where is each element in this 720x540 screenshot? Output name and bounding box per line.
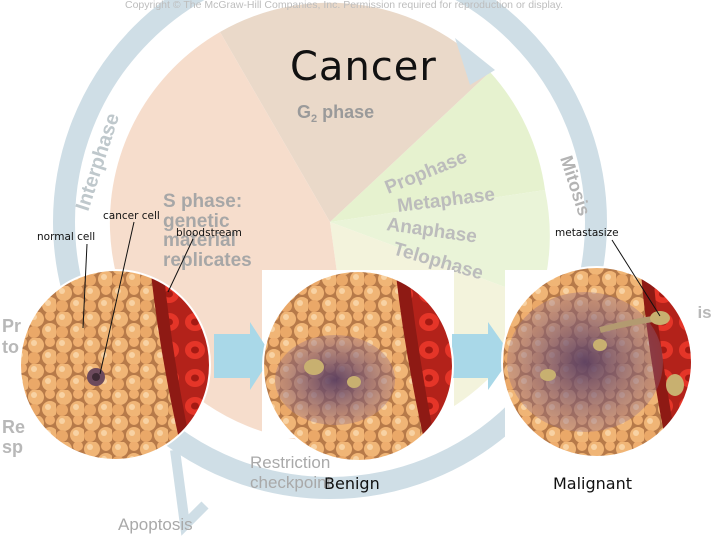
- normal-cell-label: normal cell: [37, 231, 96, 243]
- cancer-cell-label: cancer cell: [103, 210, 160, 222]
- bloodstream-label: bloodstream: [176, 227, 242, 239]
- page-title: Cancer: [290, 44, 437, 90]
- cycle-ring: [53, 0, 607, 499]
- invading-cell: [650, 311, 670, 325]
- g2-sector: [220, 2, 490, 222]
- arrow-2: [452, 322, 512, 390]
- normal-cell-pointer: [82, 243, 88, 329]
- malignant-label: Malignant: [553, 474, 633, 493]
- cycle-arrowhead: [455, 38, 495, 85]
- pointer-lines: [82, 221, 661, 375]
- g2-label: G2 phase: [297, 102, 374, 125]
- s-phase-line4: replicates: [163, 250, 252, 271]
- malignant-tumor-mass: [507, 292, 663, 432]
- left-fragment-4: sp: [2, 437, 23, 457]
- metastasize-label: metastasize: [555, 227, 619, 239]
- flow-arrows: [214, 322, 512, 390]
- arrow-1: [214, 322, 272, 390]
- restriction-line2: checkpoint: [250, 473, 332, 492]
- left-fragment-3: Re: [2, 417, 25, 437]
- benign-label: Benign: [324, 474, 380, 493]
- apoptosis-label: Apoptosis: [118, 515, 193, 534]
- s-phase-line3: material: [163, 230, 236, 251]
- restriction-line1: Restriction: [250, 453, 330, 472]
- metaphase-sector: [330, 190, 550, 300]
- left-fragment-1: Pr: [2, 316, 21, 336]
- s-phase-line1: S phase:: [163, 191, 242, 212]
- left-fragment-2: to: [2, 337, 19, 357]
- copyright-notice: Copyright © The McGraw-Hill Companies, I…: [125, 0, 564, 11]
- apoptosis-arrow: [170, 449, 209, 536]
- s-phase-line2: genetic: [163, 211, 230, 232]
- metastasize-pointer: [611, 239, 661, 317]
- benign-tumor-mass: [275, 335, 395, 425]
- cancer-cell-pointer: [99, 221, 135, 375]
- bloodstream-pointer: [167, 238, 194, 293]
- mitosis-sector: [330, 72, 545, 222]
